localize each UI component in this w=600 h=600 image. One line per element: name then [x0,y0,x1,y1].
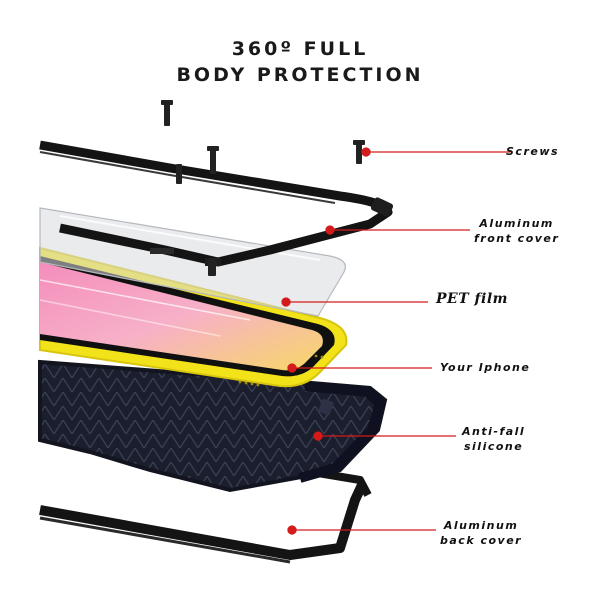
callout-front-cover-line-1: Aluminum [479,217,554,230]
callout-your-iphone-text: Your Iphone [440,361,531,374]
callout-your-iphone: Your Iphone [440,360,530,375]
callout-silicone-line-1: Anti-fall [462,425,526,438]
anti-fall-silicone [38,359,388,493]
iphone [39,246,348,388]
callout-lines [281,147,510,535]
callout-screws-text: Screws [506,145,560,158]
callout-back-cover-line-2: back cover [440,534,523,547]
screw-icon [161,100,365,276]
callout-silicone-line-2: silicone [463,440,524,453]
callout-back-cover-line-1: Aluminum [443,519,519,532]
callout-front-cover: Aluminum front cover [474,216,559,246]
callout-screws: Screws [506,144,559,159]
callout-anti-fall-silicone: Anti-fall silicone [462,424,525,454]
headline-line-1: 360º FULL [231,38,369,60]
headline-line-2: BODY PROTECTION [176,64,424,86]
callout-back-cover: Aluminum back cover [440,518,522,548]
callout-front-cover-line-2: front cover [474,232,560,245]
callout-pet-film-text: PET film [436,291,508,307]
callout-pet-film: PET film [436,292,508,307]
